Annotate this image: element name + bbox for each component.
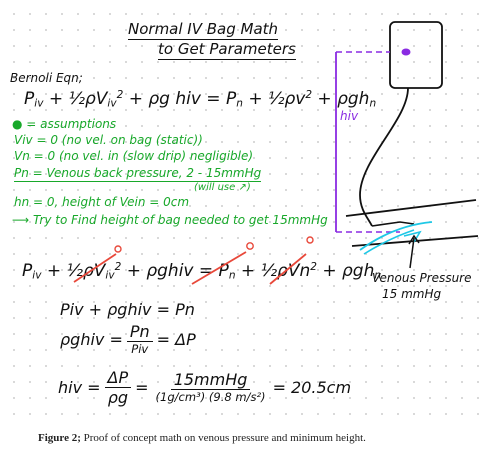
diagram-drawing [73, 21, 479, 285]
eq-sub: n [369, 97, 377, 110]
eq-sup: 2 [116, 89, 124, 101]
height-label: hiv [340, 109, 359, 123]
eq-op: + [128, 88, 143, 109]
step-3-lhs: ρghiv = [60, 329, 123, 349]
step-3-denominator: Piv [131, 342, 149, 356]
venous-pressure-label: Venous Pressure [372, 271, 472, 285]
eq-term: ½ [260, 260, 278, 281]
flow-stroke-1 [359, 221, 433, 251]
assumption-item-5: ⟶ Try to Find height of bag needed to ge… [12, 213, 328, 227]
step-4-numerator-2: 15mmHg [170, 372, 251, 391]
assumptions-header: ● = assumptions [12, 117, 117, 131]
eq-sub: iv [34, 97, 44, 110]
eq-term: P [24, 88, 35, 109]
venous-pressure-value: 15 mmHg [382, 287, 442, 301]
caption-text: Proof of concept math on venous pressure… [80, 432, 366, 444]
eq-term: ρV [82, 260, 106, 281]
figure-caption: Figure 2; Proof of concept math on venou… [38, 432, 478, 444]
cancel-arrow-3 [269, 253, 307, 285]
eq-sub: n [374, 269, 382, 282]
eq-op: + [248, 88, 263, 109]
eq-sup: 2 [305, 89, 313, 101]
eq-op: + [46, 260, 62, 281]
cancel-zero-3 [306, 236, 314, 244]
eq-term: ρV [84, 88, 108, 109]
eq-term: ρg hiv [148, 88, 201, 109]
cancel-arrow-1 [73, 253, 117, 283]
eq-op: + [317, 88, 332, 109]
eq-term: ½ [267, 88, 285, 109]
title-line-1: Normal IV Bag Math [128, 20, 279, 40]
eq-sub: n [228, 269, 236, 282]
step-3-numerator: Pn [126, 324, 153, 342]
eq-term: ρghiv [146, 260, 194, 281]
eq-sup: 2 [114, 261, 122, 273]
step-4-numerator-1: ΔP [104, 370, 132, 388]
eq-term: ρVn [277, 260, 311, 281]
pressure-pointer [409, 237, 415, 269]
eq-term: ½ [66, 260, 83, 281]
eq-op: + [126, 260, 141, 281]
step-3-fraction: Pn Piv [126, 324, 153, 356]
vein-upper-wall [345, 199, 477, 217]
eq-sub: n [236, 97, 243, 110]
cancelled-equation: Piv + ½ρViv2 + ρghiv = Pn + ½ρVn2 + ρghn [22, 262, 381, 281]
title-line-2: to Get Parameters [158, 40, 296, 60]
step-4-equation: hiv = ΔP ρg = 15mmHg (1g/cm³) (9.8 m/s²)… [58, 370, 351, 406]
eq-op: + [240, 260, 256, 281]
eq-term: ½ [68, 88, 85, 109]
eq-sub: iv [32, 269, 42, 282]
assumption-item-2: Vn = 0 (no vel. in (slow drip) negligibl… [14, 149, 254, 163]
assumption-item-3-note: (will use ↗) [194, 182, 251, 193]
step-3-equation: ρghiv = Pn Piv = ΔP [60, 324, 196, 356]
eq-sup: 2 [310, 261, 317, 273]
eq-term: ρgh [337, 88, 370, 109]
pressure-pointer-head [408, 234, 420, 245]
eq-op: + [48, 88, 64, 109]
bernoulli-equation: Piv + ½ρViv2 + ρg hiv = Pn + ½ρv2 + ρghn [24, 90, 376, 109]
eq-sub: iv [107, 97, 117, 110]
caption-label: Figure 2; [38, 432, 81, 444]
eq-term: P [22, 260, 33, 281]
iv-bag-shape [389, 21, 443, 89]
iv-tube [359, 87, 409, 227]
eq-op: + [322, 260, 337, 281]
eq-term: P [225, 88, 237, 109]
eq-op: = [206, 88, 221, 109]
step-3-rhs: = ΔP [156, 329, 196, 349]
title-line-2-text: to Get Parameters [158, 40, 296, 60]
assumption-item-4: hn = 0, height of Vein = 0cm [14, 195, 190, 209]
eq-term: ρgh [342, 260, 375, 281]
flow-stroke-2 [363, 229, 415, 255]
fluid-drop-icon [401, 48, 411, 56]
eq-term: ρv [284, 88, 306, 109]
assumption-item-3-text: Pn = Venous back pressure, 2 - 15mmHg [14, 166, 262, 182]
title-line-1-text: Normal IV Bag Math [128, 20, 279, 40]
assumption-item-3: Pn = Venous back pressure, 2 - 15mmHg [14, 166, 262, 182]
step-4-fraction-1: ΔP ρg [104, 370, 132, 407]
notebook-sheet: Normal IV Bag Math to Get Parameters Ber… [0, 0, 486, 425]
eq-term: P [218, 260, 229, 281]
needle [371, 221, 415, 227]
step-4-denominator-1: ρg [107, 388, 128, 407]
step-4-fraction-2: 15mmHg (1g/cm³) (9.8 m/s²) [153, 372, 269, 404]
step-4-result: = 20.5cm [272, 378, 352, 397]
eq-sub: iv [105, 269, 115, 282]
step-2-equation: Piv + ρghiv = Pn [60, 300, 195, 319]
step-4-equals: = [135, 378, 149, 397]
cancel-zero-1 [114, 245, 122, 253]
assumption-item-1: Viv = 0 (no vel. on bag (static)) [14, 133, 203, 147]
bernoulli-label: Bernoli Eqn; [10, 71, 83, 85]
eq-op: = [198, 260, 214, 281]
cancel-arrow-2 [191, 251, 247, 285]
step-4-denominator-2: (1g/cm³) (9.8 m/s²) [155, 390, 266, 405]
step-4-lhs: hiv = [58, 378, 101, 397]
cancel-zero-2 [246, 242, 254, 250]
